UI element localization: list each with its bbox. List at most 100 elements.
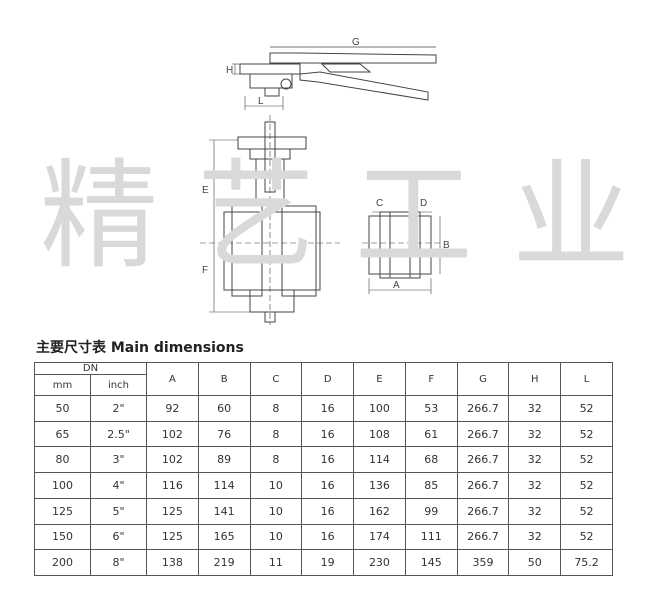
table-cell: 3" [90, 446, 147, 474]
section-heading: 主要尺寸表 Main dimensions [36, 340, 244, 356]
table-cell: 65 [34, 420, 91, 448]
dim-label-a: A [393, 280, 400, 291]
table-cell: 266.7 [456, 497, 510, 525]
table-cell: 125 [146, 497, 199, 525]
table-cell: 114 [197, 472, 251, 499]
table-cell: 16 [301, 472, 355, 499]
table-cell: 68 [404, 446, 458, 474]
table-cell: 266.7 [456, 420, 510, 448]
table-cell: 32 [508, 497, 562, 525]
table-cell: 102 [146, 420, 199, 448]
header-d: D [301, 362, 355, 396]
table-cell: 141 [197, 497, 251, 525]
table-cell: 52 [560, 523, 613, 551]
table-cell: 8 [249, 446, 303, 474]
table-cell: 116 [146, 472, 199, 499]
table-cell: 32 [508, 420, 562, 448]
table-cell: 16 [301, 523, 355, 551]
table-cell: 162 [353, 497, 406, 525]
table-cell: 359 [456, 549, 510, 576]
table-cell: 53 [404, 395, 458, 422]
table-cell: 2.5" [90, 420, 147, 448]
table-cell: 99 [404, 497, 458, 525]
table-cell: 230 [353, 549, 406, 576]
table-cell: 32 [508, 523, 562, 551]
table-cell: 32 [508, 472, 562, 499]
table-cell: 50 [508, 549, 562, 576]
header-h: H [508, 362, 562, 396]
table-cell: 32 [508, 395, 562, 422]
table-cell: 174 [353, 523, 406, 551]
handle-top-view [232, 46, 437, 110]
table-cell: 80 [34, 446, 91, 474]
table-cell: 60 [197, 395, 251, 422]
table-cell: 50 [34, 395, 91, 422]
table-cell: 111 [404, 523, 458, 551]
table-cell: 266.7 [456, 472, 510, 499]
header-b: B [197, 362, 251, 396]
header-c: C [249, 362, 303, 396]
table-cell: 114 [353, 446, 406, 474]
table-cell: 266.7 [456, 446, 510, 474]
table-cell: 200 [34, 549, 91, 576]
valve-side-view [362, 211, 442, 294]
table-cell: 10 [249, 523, 303, 551]
table-cell: 92 [146, 395, 199, 422]
table-cell: 125 [34, 497, 91, 525]
header-f: F [404, 362, 458, 396]
dim-label-b: B [443, 240, 450, 251]
table-cell: 76 [197, 420, 251, 448]
table-cell: 52 [560, 497, 613, 525]
table-cell: 89 [197, 446, 251, 474]
dim-label-c: C [376, 198, 383, 209]
table-cell: 2" [90, 395, 147, 422]
table-cell: 266.7 [456, 395, 510, 422]
dim-label-f: F [202, 265, 208, 276]
table-cell: 165 [197, 523, 251, 551]
table-cell: 10 [249, 472, 303, 499]
table-cell: 108 [353, 420, 406, 448]
table-cell: 52 [560, 420, 613, 448]
table-cell: 11 [249, 549, 303, 576]
table-cell: 16 [301, 497, 355, 525]
header-e: E [353, 362, 406, 396]
table-cell: 32 [508, 446, 562, 474]
dim-label-h: H [226, 65, 233, 76]
table-cell: 219 [197, 549, 251, 576]
table-cell: 125 [146, 523, 199, 551]
header-g: G [456, 362, 510, 396]
header-a: A [146, 362, 199, 396]
header-l: L [560, 362, 613, 396]
table-cell: 16 [301, 420, 355, 448]
table-cell: 52 [560, 472, 613, 499]
table-cell: 52 [560, 446, 613, 474]
table-cell: 16 [301, 446, 355, 474]
table-cell: 100 [353, 395, 406, 422]
table-cell: 6" [90, 523, 147, 551]
table-cell: 8" [90, 549, 147, 576]
dim-label-d: D [420, 198, 427, 209]
table-cell: 266.7 [456, 523, 510, 551]
table-cell: 4" [90, 472, 147, 499]
valve-front-view [200, 115, 340, 325]
table-cell: 150 [34, 523, 91, 551]
dim-label-l: L [258, 96, 264, 107]
table-cell: 5" [90, 497, 147, 525]
table-cell: 52 [560, 395, 613, 422]
table-cell: 75.2 [560, 549, 613, 576]
table-cell: 102 [146, 446, 199, 474]
header-mm: mm [34, 374, 91, 396]
table-cell: 61 [404, 420, 458, 448]
table-cell: 19 [301, 549, 355, 576]
table-cell: 8 [249, 395, 303, 422]
